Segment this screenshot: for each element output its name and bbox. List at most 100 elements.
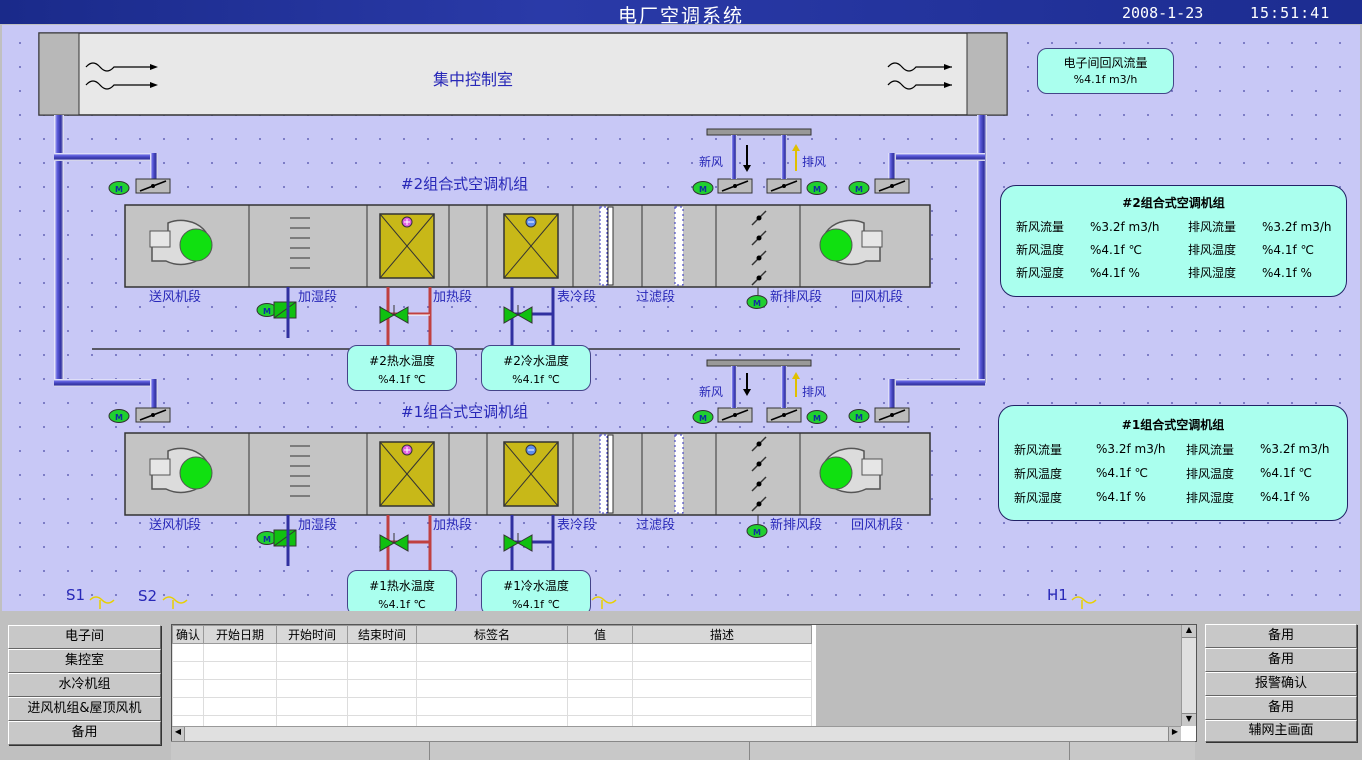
sensor-s1-label: S1: [66, 586, 86, 604]
unit1-cold-water-box: #1冷水温度 %4.1f ℃: [481, 570, 591, 616]
table-row[interactable]: [172, 661, 812, 680]
title-bar: 电厂空调系统 2008-1-23 15:51:41: [0, 0, 1362, 27]
unit1-exhaust-air-label: 排风: [802, 385, 827, 399]
electronic-flow-box: 电子间回风流量 %4.1f m3/h: [1037, 48, 1174, 94]
scroll-right-icon[interactable]: ▶: [1168, 727, 1181, 741]
col-description[interactable]: 描述: [632, 625, 812, 644]
unit1-exhaust-flow-value: %3.2f m3/h: [1260, 442, 1330, 456]
main-screen-button[interactable]: 辅网主画面: [1205, 720, 1357, 742]
alarm-table-panel[interactable]: 确认 开始日期 开始时间 结束时间 标签名 值 描述 ▲ ▼ ◀ ▶: [171, 624, 1197, 742]
svg-text:M: M: [115, 413, 123, 422]
svg-text:M: M: [813, 185, 821, 194]
unit2-section-heat: 加热段: [433, 290, 473, 305]
unit2-hot-water-title: #2热水温度: [369, 354, 435, 368]
schematic-canvas: M M M M M M: [2, 25, 1360, 616]
unit1-fresh-humidity-value: %4.1f %: [1096, 490, 1146, 504]
time-display: 15:51:41: [1250, 4, 1331, 22]
nav-intake-roof-fans-button[interactable]: 进风机组&屋顶风机: [8, 697, 161, 721]
col-start-time[interactable]: 开始时间: [276, 625, 348, 644]
unit1-exhaust-temp-label: 排风温度: [1186, 466, 1235, 481]
scroll-up-icon[interactable]: ▲: [1182, 625, 1196, 638]
table-row[interactable]: [172, 697, 812, 716]
col-value[interactable]: 值: [567, 625, 633, 644]
app-title: 电厂空调系统: [617, 5, 744, 27]
scroll-left-icon[interactable]: ◀: [172, 727, 185, 741]
unit2-fresh-flow-label: 新风流量: [1016, 220, 1065, 234]
col-confirm[interactable]: 确认: [172, 625, 204, 644]
unit1-fresh-humidity-label: 新风湿度: [1014, 490, 1063, 505]
unit2-cold-water-value: %4.1f ℃: [512, 373, 560, 386]
unit1-exhaust-temp-value: %4.1f ℃: [1260, 466, 1313, 480]
vertical-scrollbar[interactable]: ▲ ▼: [1181, 625, 1196, 726]
table-row[interactable]: [172, 679, 812, 698]
unit1-title: #1组合式空调机组: [401, 403, 529, 421]
status-bar: [171, 741, 1195, 760]
unit2-fresh-humidity-value: %4.1f %: [1090, 265, 1140, 280]
unit2-exhaust-humidity-label: 排风湿度: [1188, 266, 1237, 280]
unit2-exhaust-air-label: 排风: [802, 155, 827, 169]
svg-text:M: M: [855, 185, 863, 194]
svg-text:M: M: [699, 185, 707, 194]
electronic-flow-title: 电子间回风流量: [1063, 56, 1148, 70]
unit1-section-heat: 加热段: [433, 518, 473, 533]
col-end-time[interactable]: 结束时间: [347, 625, 417, 644]
svg-text:M: M: [813, 414, 821, 423]
horizontal-scrollbar[interactable]: ◀ ▶: [172, 726, 1181, 741]
unit2-section-filter: 过滤段: [636, 290, 676, 305]
unit1-section-return-fan: 回风机段: [851, 518, 904, 533]
unit1-fresh-flow-value: %3.2f m3/h: [1096, 442, 1166, 456]
unit1-fresh-air-label: 新风: [699, 385, 724, 399]
sensor-h1-label: H1: [1047, 586, 1068, 604]
unit1-panel-title: #1组合式空调机组: [1121, 418, 1225, 432]
unit1-exhaust-humidity-label: 排风湿度: [1186, 490, 1235, 505]
spare-button-3[interactable]: 备用: [1205, 696, 1357, 720]
unit1-hot-water-value: %4.1f ℃: [378, 598, 426, 611]
alarm-table-empty-area: [816, 625, 1182, 726]
control-room-label: 集中控制室: [433, 70, 514, 89]
unit2-section-fresh-exhaust: 新排风段: [770, 290, 823, 305]
svg-text:M: M: [115, 185, 123, 194]
unit1-section-fresh-exhaust: 新排风段: [770, 518, 823, 533]
unit2-exhaust-flow-label: 排风流量: [1188, 220, 1237, 234]
unit1-section-fan: 送风机段: [149, 518, 202, 533]
nav-water-chiller-button[interactable]: 水冷机组: [8, 673, 161, 697]
nav-electronic-room-button[interactable]: 电子间: [8, 625, 161, 649]
scroll-down-icon[interactable]: ▼: [1182, 713, 1196, 726]
unit2-section-cool: 表冷段: [557, 290, 597, 305]
col-tag-name[interactable]: 标签名: [416, 625, 568, 644]
unit2-fresh-air-label: 新风: [699, 155, 724, 169]
unit2-section-humidify: 加湿段: [298, 290, 338, 305]
svg-text:M: M: [753, 528, 761, 537]
unit2-cold-water-title: #2冷水温度: [503, 354, 569, 368]
nav-spare-button[interactable]: 备用: [8, 721, 161, 745]
unit1-section-filter: 过滤段: [636, 518, 676, 533]
unit2-fresh-humidity-label: 新风湿度: [1016, 266, 1065, 280]
svg-text:M: M: [753, 299, 761, 308]
nav-control-room-button[interactable]: 集控室: [8, 649, 161, 673]
alarm-acknowledge-button[interactable]: 报警确认: [1205, 672, 1357, 696]
unit1-section-humidify: 加湿段: [298, 518, 338, 533]
unit2-panel-title: #2组合式空调机组: [1122, 196, 1225, 210]
table-row[interactable]: [172, 643, 812, 662]
spare-button-1[interactable]: 备用: [1205, 624, 1357, 648]
svg-text:M: M: [263, 535, 271, 544]
unit1-section-cool: 表冷段: [557, 518, 597, 533]
unit2-section-return-fan: 回风机段: [851, 290, 904, 305]
alarm-table[interactable]: 确认 开始日期 开始时间 结束时间 标签名 值 描述: [172, 625, 812, 734]
hvac-diagram: M M M M M M: [38, 32, 1097, 609]
spare-button-2[interactable]: 备用: [1205, 648, 1357, 672]
unit1-cold-water-title: #1冷水温度: [503, 579, 569, 593]
unit2-exhaust-flow-value: %3.2f m3/h: [1262, 219, 1332, 234]
unit2-exhaust-temp-label: 排风温度: [1188, 243, 1237, 257]
date-display: 2008-1-23: [1122, 4, 1204, 22]
svg-text:M: M: [855, 413, 863, 422]
control-room-box: [38, 32, 1008, 116]
sensor-s2-label: S2: [138, 587, 158, 605]
electronic-flow-value: %4.1f m3/h: [1073, 73, 1138, 86]
unit1-exhaust-flow-label: 排风流量: [1186, 442, 1235, 457]
unit2-cold-water-box: #2冷水温度 %4.1f ℃: [481, 345, 591, 391]
col-start-date[interactable]: 开始日期: [203, 625, 277, 644]
